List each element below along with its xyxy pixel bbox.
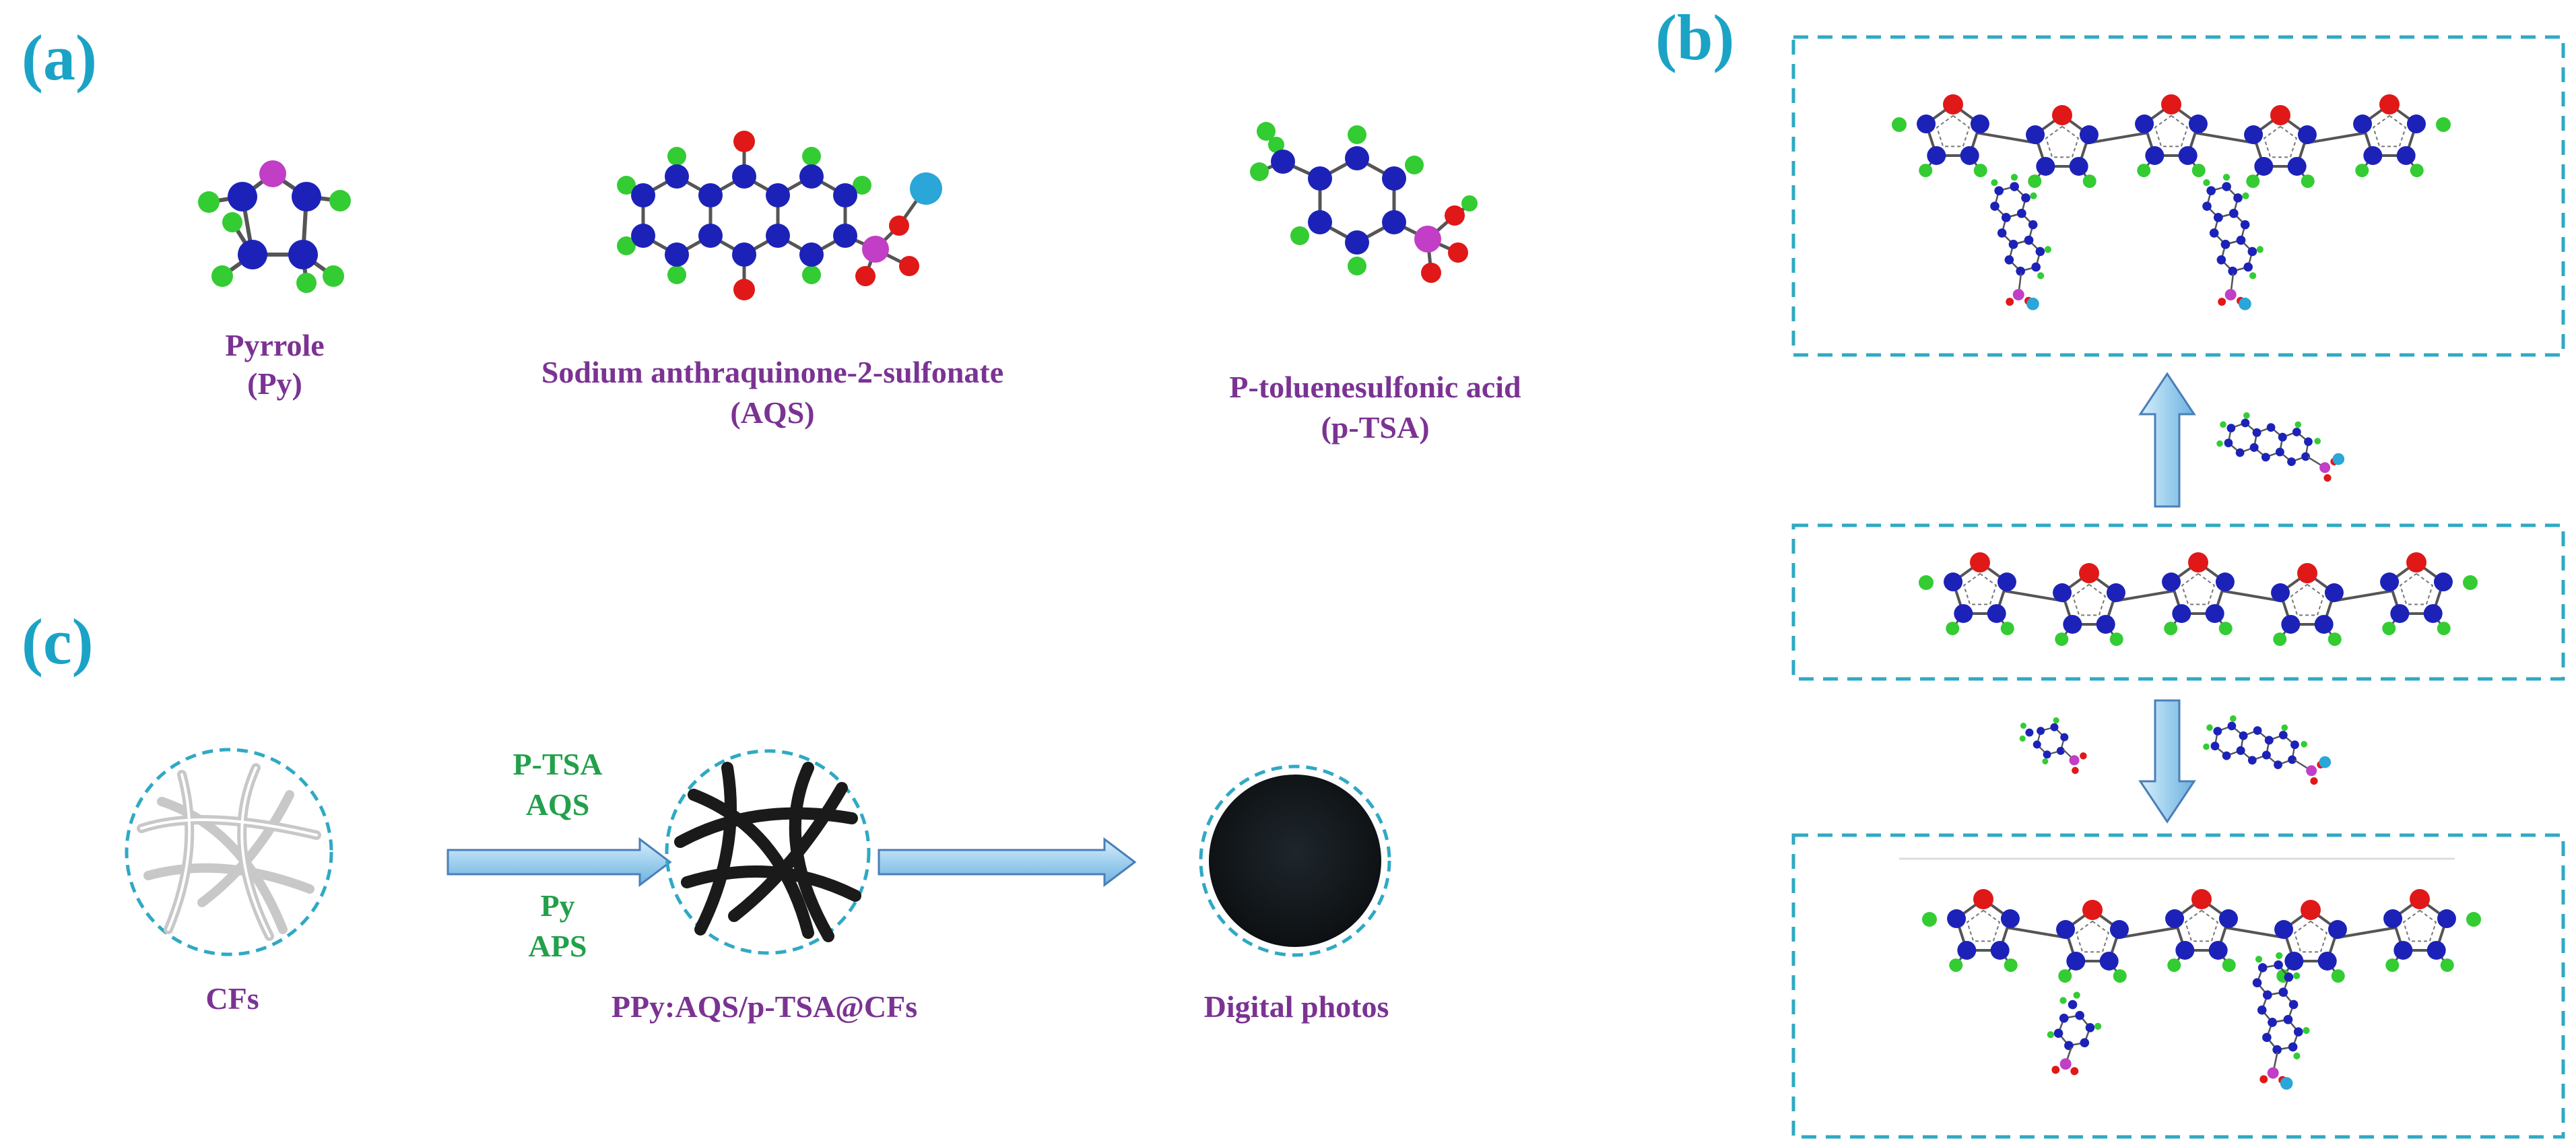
reagent-ptsa: P-TSA <box>513 747 603 781</box>
molecule-abbr-aqs: (AQS) <box>730 395 814 430</box>
arrow-down-codoping <box>2138 699 2196 824</box>
stage-label-cfs: CFs <box>205 981 259 1016</box>
stage-label-photos: Digital photos <box>1204 989 1389 1024</box>
arrow-step-2 <box>878 837 1137 888</box>
scheme-box-bottom <box>1791 833 2565 1139</box>
ppy-chain-icon <box>1919 552 2478 647</box>
pyrrole-molecule-icon <box>198 160 351 293</box>
scheme-box-top <box>1791 35 2565 357</box>
sample-photo-icon <box>1199 764 1391 957</box>
ppy-codoped-chain-icon <box>1922 889 2481 1090</box>
arrow-step-1 <box>447 837 672 888</box>
ptsa-molecule-icon <box>1250 122 1478 283</box>
arrow-up-doping <box>2138 372 2196 508</box>
carbon-fibers-icon <box>125 748 333 956</box>
coated-fibers-icon <box>665 749 871 955</box>
panel-label-c: (c) <box>22 605 94 678</box>
molecule-abbr-pyrrole: (Py) <box>247 366 302 401</box>
reagent-aps: APS <box>529 929 587 963</box>
reagent-py: Py <box>540 888 574 923</box>
scheme-box-middle <box>1791 523 2565 681</box>
stage-label-coated: PPy:AQS/p-TSA@CFs <box>612 989 917 1024</box>
molecule-name-aqs: Sodium anthraquinone-2-sulfonate <box>541 355 1003 389</box>
aqs-molecule-icon <box>617 131 942 300</box>
ppy-aqs-chain-icon <box>1892 94 2451 310</box>
scheme-dopant-molecules <box>2019 412 2345 785</box>
molecule-abbr-ptsa: (p-TSA) <box>1321 410 1429 445</box>
panel-label-a: (a) <box>22 22 97 94</box>
reagent-aqs: AQS <box>526 787 590 822</box>
molecule-name-pyrrole: Pyrrole <box>225 328 324 362</box>
panel-label-b: (b) <box>1655 1 1734 73</box>
molecule-name-ptsa: P-toluenesulfonic acid <box>1229 370 1521 404</box>
